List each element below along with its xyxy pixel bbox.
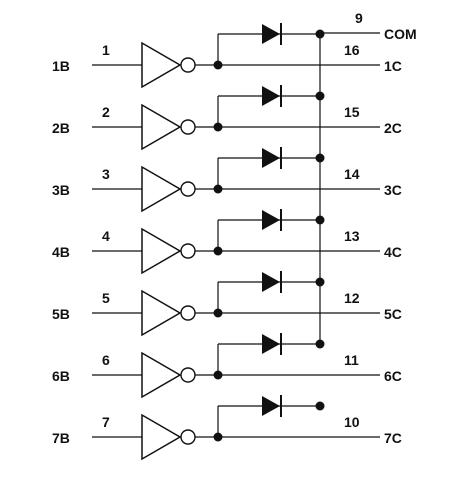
diode-icon: [262, 334, 280, 354]
inverter-triangle-icon: [141, 165, 182, 213]
bus-junction-dot-icon: [315, 153, 325, 163]
output-label: 4C: [384, 244, 402, 260]
bus-junction-dot-icon: [315, 401, 325, 411]
output-label: 7C: [384, 430, 402, 446]
com-pin-number: 9: [355, 10, 363, 26]
output-pin-number: 16: [344, 42, 360, 58]
com-label: COM: [384, 26, 417, 42]
bus-junction-dot-icon: [315, 91, 325, 101]
input-pin-number: 4: [102, 228, 110, 244]
output-label: 2C: [384, 120, 402, 136]
diode-icon: [262, 272, 280, 292]
input-pin-number: 2: [102, 104, 110, 120]
input-label: 3B: [52, 182, 70, 198]
bus-junction-dot-icon: [315, 339, 325, 349]
channel-3: 3B 3 3C 14: [52, 147, 402, 213]
inverter-bubble-icon: [180, 305, 196, 321]
input-label: 7B: [52, 430, 70, 446]
channel-7: 7B 7 7C 10: [52, 395, 402, 461]
output-pin-number: 10: [344, 414, 360, 430]
inverter-bubble-icon: [180, 429, 196, 445]
diode-icon: [262, 24, 280, 44]
channel-2: 2B 2 2C 15: [52, 85, 402, 151]
input-pin-number: 1: [102, 42, 110, 58]
inverter-triangle-icon: [141, 289, 182, 337]
input-pin-number: 6: [102, 352, 110, 368]
input-pin-number: 5: [102, 290, 110, 306]
diode-icon: [262, 396, 280, 416]
inverter-bubble-icon: [180, 181, 196, 197]
output-pin-number: 11: [344, 352, 359, 368]
inverter-triangle-icon: [141, 351, 182, 399]
input-label: 2B: [52, 120, 70, 136]
output-pin-number: 13: [344, 228, 360, 244]
output-label: 5C: [384, 306, 402, 322]
input-label: 5B: [52, 306, 70, 322]
channel-5: 5B 5 5C 12: [52, 271, 402, 337]
diode-icon: [262, 148, 280, 168]
inverter-bubble-icon: [180, 243, 196, 259]
channel-1: 1B 1 1C 16: [52, 23, 402, 89]
input-label: 1B: [52, 58, 70, 74]
inverter-triangle-icon: [141, 41, 182, 89]
com-section: 9 COM: [319, 10, 417, 346]
input-label: 4B: [52, 244, 70, 260]
output-pin-number: 12: [344, 290, 360, 306]
inverter-bubble-icon: [180, 367, 196, 383]
output-pin-number: 14: [344, 166, 360, 182]
inverter-triangle-icon: [141, 103, 182, 151]
inverter-bubble-icon: [180, 57, 196, 73]
output-label: 6C: [384, 368, 402, 384]
bus-junction-dot-icon: [315, 277, 325, 287]
output-pin-number: 15: [344, 104, 360, 120]
bus-junction-dot-icon: [315, 215, 325, 225]
output-label: 3C: [384, 182, 402, 198]
diode-icon: [262, 86, 280, 106]
input-pin-number: 7: [102, 414, 110, 430]
channels: 1B 1 1C 16 2B 2 2C 15 3B 3 3C 14 4B 4 4C 13 5B 5 5C 12 6B 6 6C…: [52, 23, 402, 461]
inverter-triangle-icon: [141, 413, 182, 461]
diode-icon: [262, 210, 280, 230]
input-pin-number: 3: [102, 166, 110, 182]
inverter-triangle-icon: [141, 227, 182, 275]
output-label: 1C: [384, 58, 402, 74]
inverter-bubble-icon: [180, 119, 196, 135]
input-label: 6B: [52, 368, 70, 384]
channel-6: 6B 6 6C 11: [52, 333, 402, 399]
bus-junction-dot-icon: [315, 29, 325, 39]
channel-4: 4B 4 4C 13: [52, 209, 402, 275]
